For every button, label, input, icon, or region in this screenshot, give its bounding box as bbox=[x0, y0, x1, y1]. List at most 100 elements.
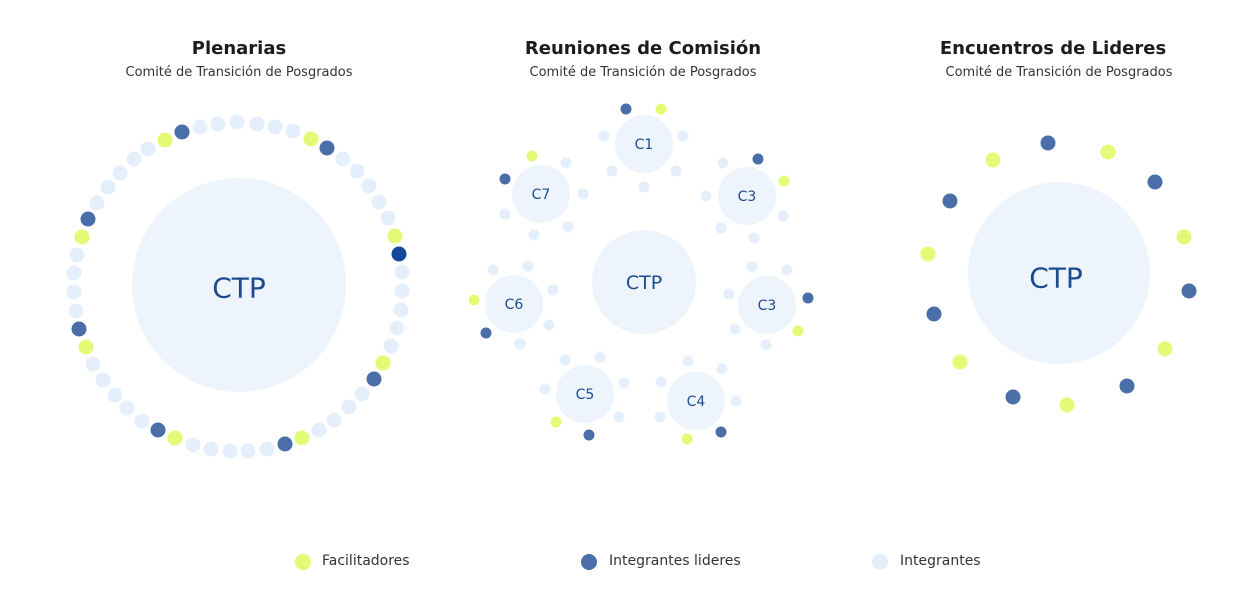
lideres-subtitle: Comité de Transición de Posgrados bbox=[945, 65, 1173, 80]
member-dot bbox=[577, 188, 589, 200]
member-dot bbox=[66, 284, 82, 300]
facilitator-dot bbox=[952, 354, 968, 370]
member-dot bbox=[394, 264, 410, 280]
leader-dot bbox=[71, 321, 87, 337]
ctp-hub-plenarias bbox=[132, 178, 346, 392]
member-dot bbox=[354, 386, 370, 402]
member-dot bbox=[514, 338, 526, 350]
facilitator-dot bbox=[778, 175, 790, 187]
member-dot bbox=[185, 437, 201, 453]
leader-dot bbox=[1181, 283, 1197, 299]
commission-c1-label: C1 bbox=[635, 137, 654, 153]
member-dot bbox=[717, 157, 729, 169]
member-dot bbox=[389, 320, 405, 336]
facilitator-dot bbox=[1176, 229, 1192, 245]
member-dot bbox=[594, 351, 606, 363]
leader-dot bbox=[1005, 389, 1021, 405]
facilitator-dot bbox=[985, 152, 1001, 168]
member-dot bbox=[729, 323, 741, 335]
commission-c7 bbox=[512, 165, 570, 223]
leader-dot bbox=[80, 211, 96, 227]
leader-dot bbox=[942, 193, 958, 209]
commission-c7-label: C7 bbox=[532, 187, 551, 203]
facilitator-dot bbox=[303, 131, 319, 147]
member-dot bbox=[326, 412, 342, 428]
member-dot bbox=[618, 377, 630, 389]
member-dot bbox=[723, 288, 735, 300]
commission-c4-label: C4 bbox=[687, 394, 706, 410]
member-dot bbox=[335, 151, 351, 167]
facilitator-dot bbox=[375, 355, 391, 371]
commission-c3-right bbox=[738, 276, 796, 334]
leader-dot bbox=[391, 246, 407, 262]
member-dot bbox=[203, 441, 219, 457]
ctp-hub-lideres bbox=[968, 182, 1150, 364]
member-dot bbox=[700, 190, 712, 202]
leader-dot bbox=[583, 429, 595, 441]
lideres-title: Encuentros de Lideres bbox=[939, 38, 1167, 59]
member-dot bbox=[522, 260, 534, 272]
legend-member-dot bbox=[872, 554, 888, 570]
commission-c5-label: C5 bbox=[576, 387, 595, 403]
member-dot bbox=[311, 422, 327, 438]
member-dot bbox=[716, 363, 728, 375]
member-dot bbox=[781, 264, 793, 276]
leader-dot bbox=[1147, 174, 1163, 190]
member-dot bbox=[229, 114, 245, 130]
commission-c3-top-label: C3 bbox=[738, 189, 757, 205]
member-dot bbox=[349, 163, 365, 179]
leader-dot bbox=[499, 173, 511, 185]
leader-dot bbox=[1040, 135, 1056, 151]
ctp-label-lideres: CTP bbox=[1029, 262, 1083, 295]
ctp-label-comision: CTP bbox=[626, 272, 662, 294]
facilitator-dot bbox=[655, 103, 667, 115]
member-dot bbox=[499, 208, 511, 220]
ctp-label-plenarias: CTP bbox=[212, 272, 266, 305]
member-dot bbox=[100, 179, 116, 195]
commission-c1 bbox=[615, 115, 673, 173]
commission-c6 bbox=[485, 275, 543, 333]
plenarias-title: Plenarias bbox=[191, 38, 287, 59]
facilitator-dot bbox=[1157, 341, 1173, 357]
member-dot bbox=[638, 181, 650, 193]
facilitator-dot bbox=[74, 229, 90, 245]
member-dot bbox=[69, 247, 85, 263]
facilitator-dot bbox=[167, 430, 183, 446]
leader-dot bbox=[319, 140, 335, 156]
member-dot bbox=[748, 232, 760, 244]
leader-dot bbox=[926, 306, 942, 322]
member-dot bbox=[119, 400, 135, 416]
member-dot bbox=[598, 130, 610, 142]
leader-dot bbox=[620, 103, 632, 115]
member-dot bbox=[543, 319, 555, 331]
member-dot bbox=[655, 376, 667, 388]
member-dot bbox=[371, 194, 387, 210]
member-dot bbox=[240, 443, 256, 459]
member-dot bbox=[222, 443, 238, 459]
member-dot bbox=[341, 399, 357, 415]
member-dot bbox=[606, 165, 618, 177]
facilitator-dot bbox=[157, 132, 173, 148]
facilitator-dot bbox=[681, 433, 693, 445]
leader-dot bbox=[150, 422, 166, 438]
member-dot bbox=[562, 221, 574, 233]
member-dot bbox=[210, 116, 226, 132]
facilitator-dot bbox=[920, 246, 936, 262]
member-dot bbox=[559, 354, 571, 366]
member-dot bbox=[746, 261, 758, 273]
member-dot bbox=[192, 119, 208, 135]
member-dot bbox=[89, 195, 105, 211]
member-dot bbox=[249, 116, 265, 132]
facilitator-dot bbox=[550, 416, 562, 428]
comision-subtitle: Comité de Transición de Posgrados bbox=[529, 65, 757, 80]
legend-facilitators-label: Facilitadores bbox=[322, 553, 410, 569]
member-dot bbox=[134, 413, 150, 429]
member-dot bbox=[760, 339, 772, 351]
member-dot bbox=[777, 210, 789, 222]
commission-c6-label: C6 bbox=[505, 297, 524, 313]
facilitator-dot bbox=[387, 228, 403, 244]
commission-c5 bbox=[556, 365, 614, 423]
member-dot bbox=[85, 356, 101, 372]
member-dot bbox=[107, 387, 123, 403]
member-dot bbox=[677, 130, 689, 142]
